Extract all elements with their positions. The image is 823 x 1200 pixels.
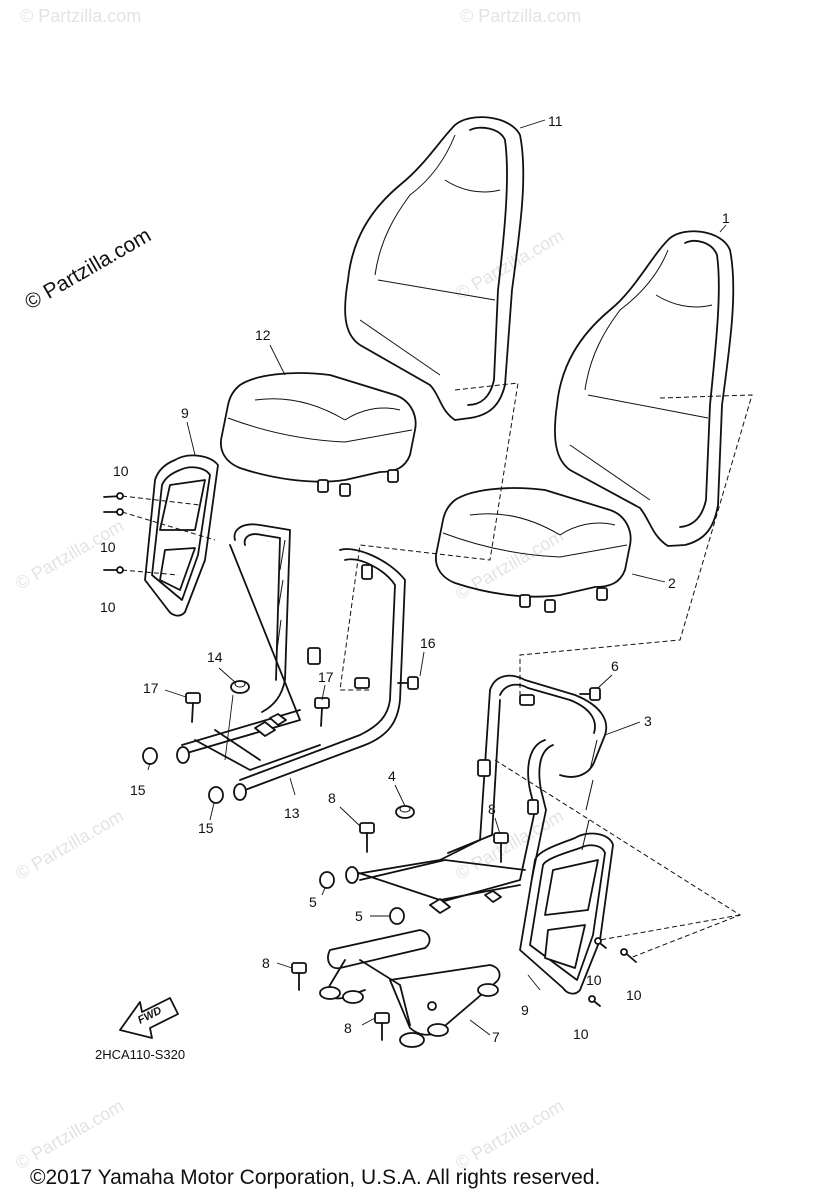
callout-1: 1 [722,210,730,226]
seat-frame-left [176,523,406,801]
forward-arrow: FWD [119,997,179,1039]
callout-10-e: 10 [626,987,642,1003]
seat-frame-right [345,674,608,914]
bolt-6 [579,687,601,701]
callout-13: 13 [284,805,300,821]
watermark-text: © Partzilla.com [12,805,127,883]
callout-17-right: 17 [318,669,334,685]
cap-5-upper [319,871,335,889]
callout-5-lower: 5 [355,908,363,924]
seat-cushion-left [220,372,417,497]
callout-6: 6 [611,658,619,674]
callout-15-upper: 15 [130,782,146,798]
grommet-4 [395,805,415,819]
callout-7: 7 [492,1029,500,1045]
leader-lines [147,119,727,1036]
bolt-17-right [314,697,330,727]
callout-15-lower: 15 [198,820,214,836]
callout-14: 14 [207,649,223,665]
bolt-8-a [359,822,375,853]
side-panel-left [144,454,219,617]
partzilla-watermark: © Partzilla.com [21,224,155,315]
callout-3: 3 [644,713,652,729]
copyright-notice: ©2017 Yamaha Motor Corporation, U.S.A. A… [30,1166,600,1189]
callout-10-d: 10 [586,972,602,988]
callout-labels: 11 1 12 9 10 10 10 2 16 14 6 17 17 3 4 1… [100,113,730,1045]
callout-8-d: 8 [344,1020,352,1036]
callout-10-c: 10 [100,599,116,615]
watermark-text: © Partzilla.com [452,1095,567,1173]
screw-10-right [588,937,637,1007]
callout-2: 2 [668,575,676,591]
seat-backrest-left [344,116,525,421]
bolt-17-left [185,692,201,723]
cap-15-upper [142,747,158,765]
callout-12: 12 [255,327,271,343]
callout-8-c: 8 [262,955,270,971]
watermark-text: © Partzilla.com [460,6,581,26]
diagram-code: 2HCA110-S320 [95,1047,185,1062]
watermark-text: © Partzilla.com [12,1095,127,1173]
callout-17-left: 17 [143,680,159,696]
callout-16: 16 [420,635,436,651]
callout-10-b: 10 [100,539,116,555]
callout-9-upper: 9 [181,405,189,421]
seat-cushion-right [435,487,632,613]
callout-8-a: 8 [328,790,336,806]
bolt-8-b [493,832,509,863]
callout-5-upper: 5 [309,894,317,910]
side-panel-right [519,832,614,995]
callout-9-lower: 9 [521,1002,529,1018]
callout-4: 4 [388,768,396,784]
watermark-text: © Partzilla.com [452,525,567,603]
callout-11: 11 [548,113,563,129]
bolt-16 [397,676,419,690]
bolt-8-c [291,962,307,991]
watermark-text: © Partzilla.com [452,225,567,303]
screw-10-left [103,492,124,574]
callout-10-a: 10 [113,463,129,479]
assembly-lines [121,382,753,959]
grommet-14 [230,680,250,694]
cap-15-lower [208,786,224,804]
callout-8-b: 8 [488,801,496,817]
seat-backrest-right [554,230,735,547]
watermark-layer: © Partzilla.com © Partzilla.com © Partzi… [12,6,581,1173]
watermark-text: © Partzilla.com [20,6,141,26]
seat-rail-bracket [319,929,501,1048]
cap-5-lower [389,907,405,925]
callout-10-f: 10 [573,1026,589,1042]
bolt-8-d [374,1012,390,1041]
